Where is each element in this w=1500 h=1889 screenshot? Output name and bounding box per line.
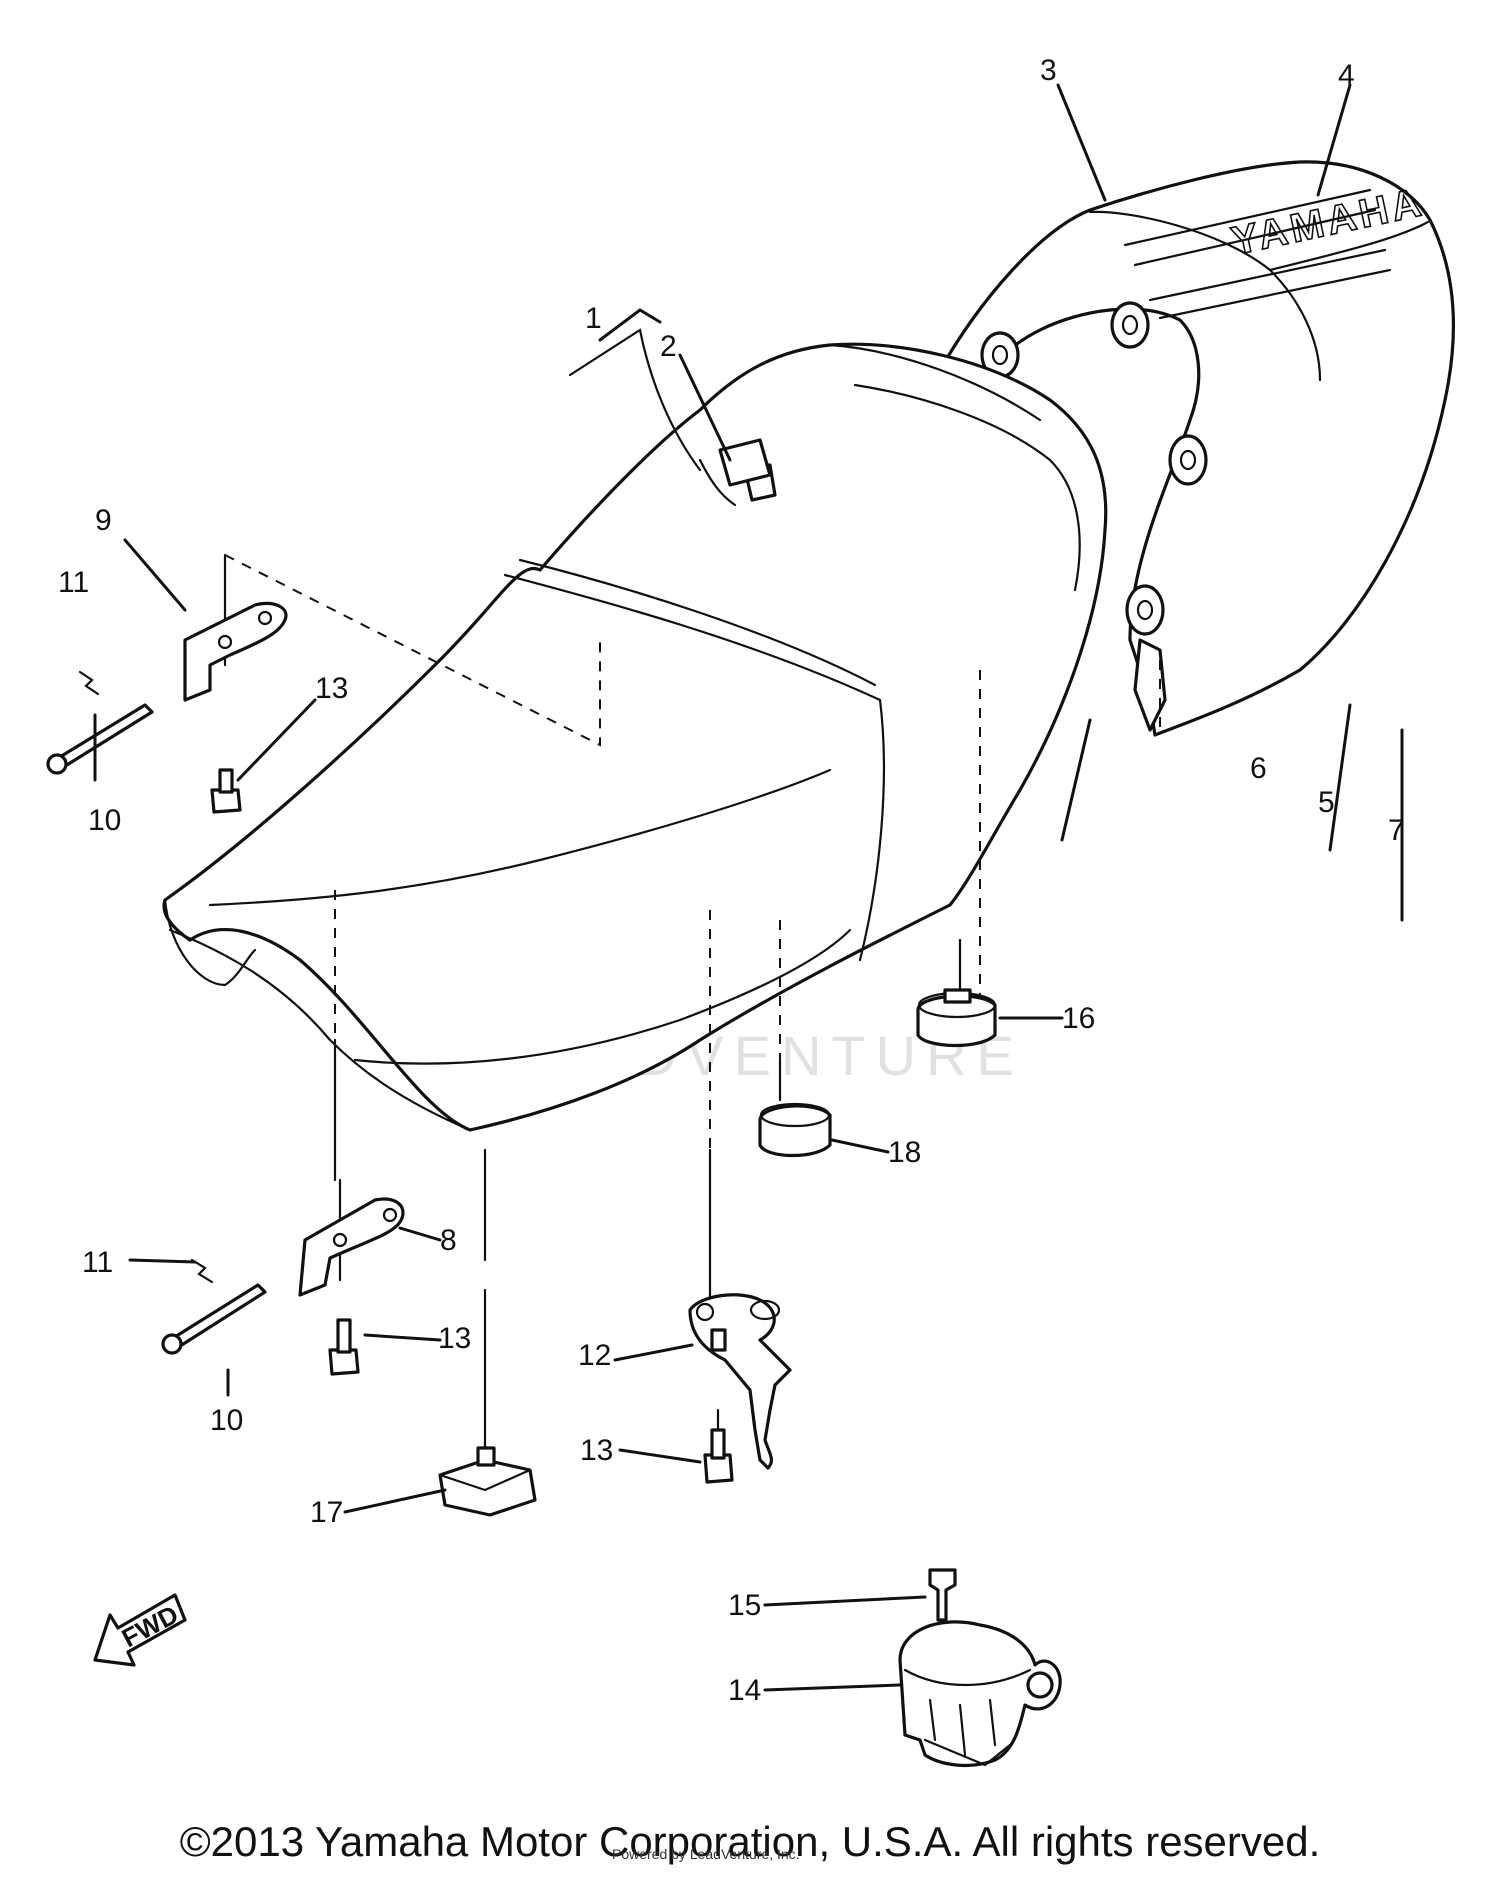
copyright-notice: ©2013 Yamaha Motor Corporation, U.S.A. A…: [179, 1818, 1321, 1865]
callout-11-lower: 11: [82, 1246, 113, 1279]
callout-12: 12: [578, 1339, 611, 1372]
damper-16: [916, 988, 997, 1048]
seat-strap: [568, 328, 772, 487]
leader-lines: [93, 83, 1404, 1692]
damper-17: [438, 1446, 537, 1517]
leadventure-mark: Powered by LeadVenture, Inc.: [612, 1846, 800, 1862]
front-bracket-upper: [46, 601, 288, 814]
callout-16: 16: [1062, 1002, 1095, 1035]
callout-18: 18: [888, 1136, 921, 1169]
callout-1: 1: [585, 302, 602, 335]
callout-17: 17: [310, 1496, 343, 1529]
rear-cowl: YAMAHA: [938, 160, 1456, 737]
fwd-direction-marker: FWD: [93, 1593, 187, 1667]
svg-text:FWD: FWD: [117, 1599, 183, 1653]
callout-14: 14: [728, 1674, 761, 1707]
seat-lock-bracket: [688, 1293, 792, 1484]
guide-lines: [223, 553, 962, 1622]
callout-labels: 1 2 3 4 5 6 7 8 9 10 10 11 11 12 13 13 1…: [58, 54, 1405, 1707]
front-bracket-lower: [161, 1197, 405, 1376]
callout-10-lower: 10: [210, 1404, 243, 1437]
callout-9: 9: [95, 504, 112, 537]
seat-lock-assembly: [898, 1568, 1062, 1767]
callout-7: 7: [1388, 814, 1405, 847]
callout-6: 6: [1250, 752, 1267, 785]
callout-8: 8: [440, 1224, 457, 1257]
callout-2: 2: [660, 330, 677, 363]
callout-4: 4: [1338, 59, 1355, 92]
callout-3: 3: [1040, 54, 1057, 87]
callout-10-upper: 10: [88, 804, 121, 837]
damper-18: [758, 1102, 832, 1158]
callout-13-b: 13: [438, 1322, 471, 1355]
callout-13-c: 13: [580, 1434, 613, 1467]
callout-11-upper: 11: [58, 566, 89, 599]
callout-15: 15: [728, 1589, 761, 1622]
callout-13-a: 13: [315, 672, 348, 705]
callout-5: 5: [1318, 786, 1335, 819]
